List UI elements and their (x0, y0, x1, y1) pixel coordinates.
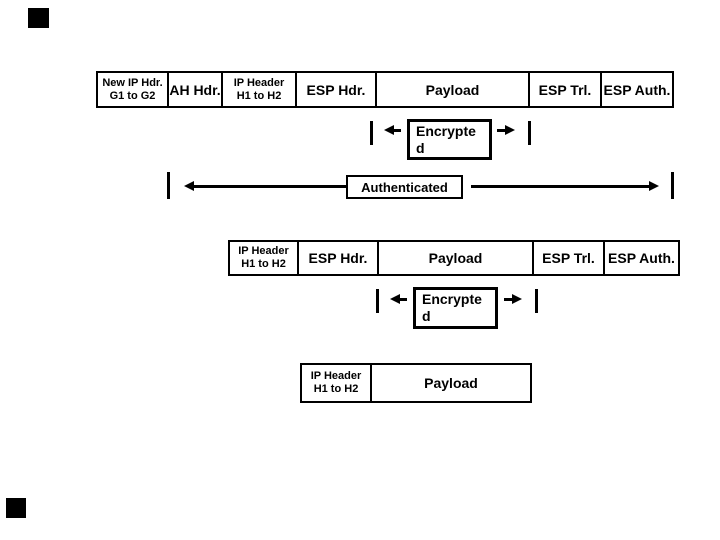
field-label-line: Payload (424, 375, 478, 391)
field-esp-hdr: ESP Hdr. (295, 71, 377, 108)
field-label-line: Payload (428, 250, 483, 266)
field-label-line: IP Header (233, 76, 285, 89)
field-label-line: New IP Hdr. (102, 76, 163, 89)
authenticated-label: Authenticated (361, 179, 448, 195)
field-label-line: H1 to H2 (313, 383, 359, 395)
arrowhead-icon (512, 294, 522, 304)
arrow-right-icon (497, 125, 515, 136)
field-esp-auth: ESP Auth. (600, 71, 674, 108)
field-label-line: Payload (425, 81, 480, 98)
encrypted-label-line: Encrypte (416, 123, 476, 139)
encrypted-range-left-bar (370, 121, 373, 145)
arrow-left-icon (390, 294, 407, 305)
field-label-line: ESP Hdr. (308, 250, 368, 266)
encrypted-range-right-bar (535, 289, 538, 313)
packet-row-esp: IP Header H1 to H2 ESP Hdr. Payload ESP … (228, 240, 680, 276)
field-ip-header: IP Header H1 to H2 (221, 71, 297, 108)
field-ip-header: IP Header H1 to H2 (228, 240, 299, 276)
arrowhead-icon (384, 125, 394, 135)
packet-row-original: IP Header H1 to H2 Payload (300, 363, 532, 403)
arrowhead-icon (390, 294, 400, 304)
field-label-line: ESP Auth. (608, 250, 675, 266)
field-label-line: IP Header (238, 245, 289, 257)
arrow-right-icon (504, 294, 522, 305)
encrypted-label-box: Encrypte d (413, 287, 498, 329)
field-ah-hdr: AH Hdr. (167, 71, 223, 108)
arrow-shaft (497, 129, 507, 132)
field-label-line: AH Hdr. (169, 81, 221, 98)
field-esp-auth: ESP Auth. (603, 240, 680, 276)
arrow-shaft (504, 298, 514, 301)
field-ip-header: IP Header H1 to H2 (300, 363, 372, 403)
field-label-line: H1 to H2 (236, 89, 282, 102)
corner-marker-top-left (28, 8, 49, 28)
arrow-shaft (471, 185, 651, 188)
authenticated-range-left-bar (167, 172, 170, 199)
field-esp-trl: ESP Trl. (528, 71, 602, 108)
encrypted-range-left-bar (376, 289, 379, 313)
field-new-ip-hdr: New IP Hdr. G1 to G2 (96, 71, 169, 108)
encrypted-label-line: d (416, 140, 425, 156)
authenticated-label-box: Authenticated (346, 175, 463, 199)
field-label-line: G1 to G2 (109, 89, 156, 102)
field-payload: Payload (375, 71, 530, 108)
field-label-line: IP Header (310, 370, 362, 382)
packet-row-tunnel-mode: New IP Hdr. G1 to G2 AH Hdr. IP Header H… (96, 71, 674, 108)
encrypted-range-right-bar (528, 121, 531, 145)
encrypted-label-line: d (422, 308, 431, 324)
arrow-shaft (192, 185, 346, 188)
arrowhead-icon (184, 181, 194, 191)
arrow-shaft (392, 129, 401, 132)
arrowhead-icon (505, 125, 515, 135)
corner-marker-bottom-left (6, 498, 26, 518)
field-payload: Payload (377, 240, 534, 276)
arrow-left-icon (184, 181, 346, 192)
arrowhead-icon (649, 181, 659, 191)
arrow-right-icon (471, 181, 659, 192)
authenticated-range-right-bar (671, 172, 674, 199)
field-label-line: ESP Trl. (542, 250, 595, 266)
arrow-left-icon (384, 125, 401, 136)
field-esp-trl: ESP Trl. (532, 240, 605, 276)
field-label-line: H1 to H2 (241, 258, 286, 270)
field-label-line: ESP Auth. (603, 81, 671, 98)
encrypted-label-box: Encrypte d (407, 119, 492, 160)
field-label-line: ESP Hdr. (306, 81, 366, 98)
field-esp-hdr: ESP Hdr. (297, 240, 379, 276)
field-payload: Payload (370, 363, 532, 403)
encrypted-label-line: Encrypte (422, 291, 482, 307)
field-label-line: ESP Trl. (538, 81, 592, 98)
arrow-shaft (398, 298, 407, 301)
